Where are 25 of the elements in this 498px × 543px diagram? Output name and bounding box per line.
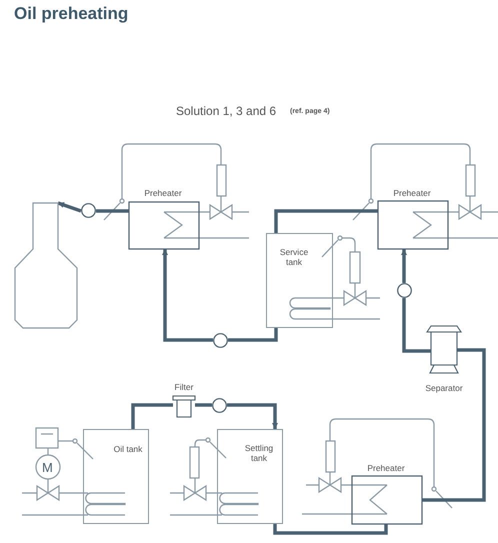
pipe (273, 524, 388, 535)
motor-symbol-letter: M (42, 461, 53, 474)
pipe (227, 403, 278, 429)
pipe (402, 298, 431, 353)
pump-symbol (81, 203, 96, 218)
pipe (96, 209, 129, 213)
title: Oil preheating (14, 4, 128, 24)
pipe (401, 249, 407, 283)
pipe (422, 348, 486, 502)
pipe (162, 249, 213, 342)
settling-tank: Settling tank (217, 429, 283, 524)
separator: Separator (418, 325, 470, 395)
pipe (274, 209, 378, 233)
pipe (131, 403, 173, 429)
pipe (195, 403, 212, 407)
pipe (228, 328, 278, 342)
pump-symbol (212, 398, 227, 413)
filter: Filter (168, 382, 200, 418)
engine-outline (14, 203, 78, 329)
pump-symbol (397, 283, 412, 298)
pump-symbol (213, 333, 228, 348)
service-tank: Service tank (266, 233, 333, 328)
oil-tank: Oil tank (83, 429, 149, 524)
pipe (57, 201, 82, 213)
subtitle: Solution 1, 3 and 6 (176, 104, 276, 118)
